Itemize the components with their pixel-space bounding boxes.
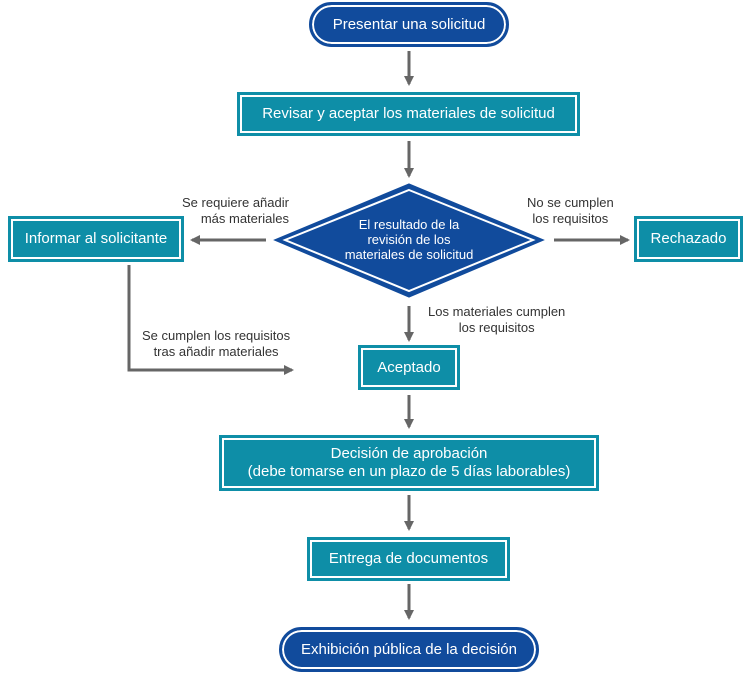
- rejected-box: Rechazado: [634, 216, 743, 262]
- delivery-label: Entrega de documentos: [328, 550, 489, 567]
- edge-label-more-materials: Se requiere añadir más materiales: [182, 195, 289, 226]
- accepted-box: Aceptado: [358, 345, 460, 390]
- accepted-label: Aceptado: [377, 358, 441, 376]
- approval-label-line1: Decisión de aprobación: [330, 445, 488, 462]
- approval-box: Decisión de aprobación (debe tomarse en …: [219, 435, 599, 491]
- start-label: Presentar una solicitud: [332, 15, 486, 33]
- delivery-box: Entrega de documentos: [307, 537, 510, 581]
- rejected-label: Rechazado: [650, 230, 727, 247]
- review-label: Revisar y aceptar los materiales de soli…: [262, 105, 555, 122]
- decision-label: El resultado de la revisión de los mater…: [344, 217, 474, 262]
- arrow-inform-to-accepted: [127, 265, 294, 375]
- end-label: Exhibición pública de la decisión: [301, 640, 517, 658]
- inform-label: Informar al solicitante: [24, 230, 168, 247]
- edge-label-met-after: Se cumplen los requisitos tras añadir ma…: [142, 328, 291, 359]
- decision-diamond: [273, 183, 545, 298]
- review-box: Revisar y aceptar los materiales de soli…: [237, 92, 580, 136]
- approval-label-line2: (debe tomarse en un plazo de 5 días labo…: [247, 463, 571, 480]
- edge-label-not-met: No se cumplen los requisitos: [527, 195, 614, 226]
- edge-label-met: Los materiales cumplen los requisitos: [428, 304, 566, 335]
- end-terminal: Exhibición pública de la decisión: [279, 627, 539, 672]
- inform-box: Informar al solicitante: [8, 216, 184, 262]
- start-terminal: Presentar una solicitud: [309, 2, 509, 47]
